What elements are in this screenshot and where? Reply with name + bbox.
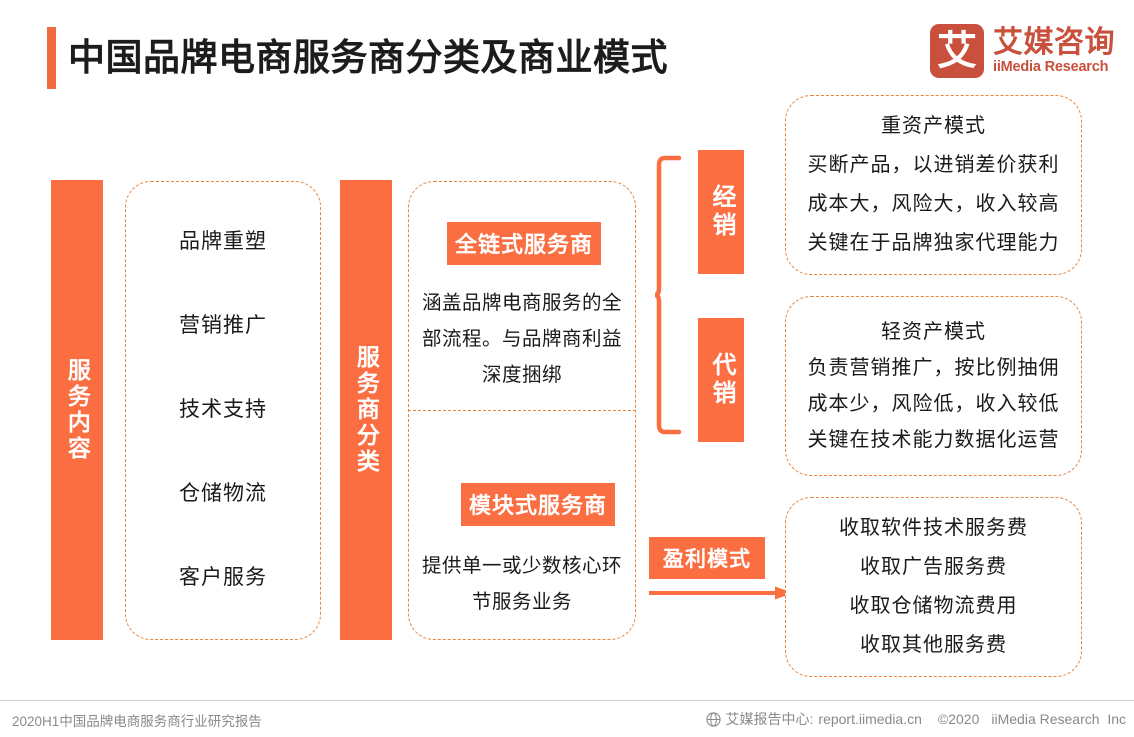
description-full-chain-provider: 涵盖品牌电商服务的全部流程。与品牌商利益深度捆绑	[421, 292, 622, 386]
list-item: 技术支持	[179, 398, 267, 422]
light-asset-line: 成本少，风险低，收入较低	[807, 392, 1060, 415]
service-content-bar: 服务内容	[51, 180, 103, 640]
globe-icon	[705, 711, 721, 727]
footer-copyright: ©2020	[937, 711, 980, 727]
logo-name-en: iiMedia Research	[993, 58, 1109, 75]
fees-box	[785, 497, 1082, 677]
footer-divider	[0, 700, 1134, 701]
logo-name-cn: 艾媒咨询	[993, 25, 1115, 59]
logo-mark-icon: 艾	[930, 24, 984, 78]
service-content-box	[125, 181, 321, 640]
arrow-right-icon	[649, 586, 793, 600]
label-agency-mode: 代销	[698, 318, 744, 442]
description-modular-provider: 提供单一或少数核心环节服务业务	[421, 555, 622, 613]
fees-line: 收取仓储物流费用	[849, 595, 1018, 617]
heavy-asset-line: 关键在于品牌独家代理能力	[807, 232, 1060, 254]
provider-type-divider	[408, 410, 636, 411]
heavy-asset-line: 成本大，风险大，收入较高	[807, 193, 1060, 215]
light-asset-line: 负责营销推广，按比例抽佣	[807, 356, 1060, 379]
badge-modular-provider: 模块式服务商	[461, 483, 616, 526]
heavy-asset-content: 重资产模式 买断产品，以进销差价获利 成本大，风险大，收入较高 关键在于品牌独家…	[785, 95, 1082, 275]
fees-content: 收取软件技术服务费 收取广告服务费 收取仓储物流费用 收取其他服务费	[785, 497, 1082, 677]
provider-type-bar: 服务商分类	[340, 180, 392, 640]
footer-url[interactable]: report.iimedia.cn	[818, 711, 922, 727]
label-distribution-mode: 经销	[698, 150, 744, 274]
light-asset-title: 轻资产模式	[881, 320, 986, 343]
heavy-asset-line: 买断产品，以进销差价获利	[807, 154, 1060, 176]
footer-company: iiMedia Research Inc	[991, 711, 1126, 727]
fees-line: 收取广告服务费	[860, 556, 1007, 578]
footer-report-name: 2020H1中国品牌电商服务商行业研究报告	[12, 714, 262, 729]
light-asset-content: 轻资产模式 负责营销推广，按比例抽佣 成本少，风险低，收入较低 关键在技术能力数…	[785, 296, 1082, 476]
heavy-asset-title: 重资产模式	[881, 115, 986, 137]
page-title: 中国品牌电商服务商分类及商业模式	[68, 37, 668, 78]
heavy-asset-box	[785, 95, 1082, 275]
fees-line: 收取软件技术服务费	[839, 517, 1028, 539]
footer-report-center-label: 艾媒报告中心:	[725, 711, 814, 727]
light-asset-line: 关键在技术能力数据化运营	[807, 428, 1060, 451]
badge-full-chain-provider: 全链式服务商	[447, 222, 602, 265]
title-accent-bar	[47, 27, 56, 89]
list-item: 营销推广	[179, 314, 267, 338]
label-profit-model: 盈利模式	[649, 537, 765, 579]
logo-mark-glyph: 艾	[937, 28, 977, 74]
logo-text: 艾媒咨询 iiMedia Research	[993, 25, 1115, 76]
list-item: 品牌重塑	[179, 230, 267, 254]
iimedia-logo: 艾 艾媒咨询 iiMedia Research	[930, 24, 1115, 78]
fees-line: 收取其他服务费	[860, 634, 1007, 656]
list-item: 客户服务	[179, 566, 267, 590]
footer-meta: 艾媒报告中心: report.iimedia.cn ©2020 iiMedia …	[705, 709, 1126, 729]
service-content-list: 品牌重塑 营销推广 技术支持 仓储物流 客户服务	[125, 200, 321, 620]
light-asset-box	[785, 296, 1082, 476]
list-item: 仓储物流	[179, 482, 267, 506]
bracket-connector-icon	[655, 155, 681, 435]
